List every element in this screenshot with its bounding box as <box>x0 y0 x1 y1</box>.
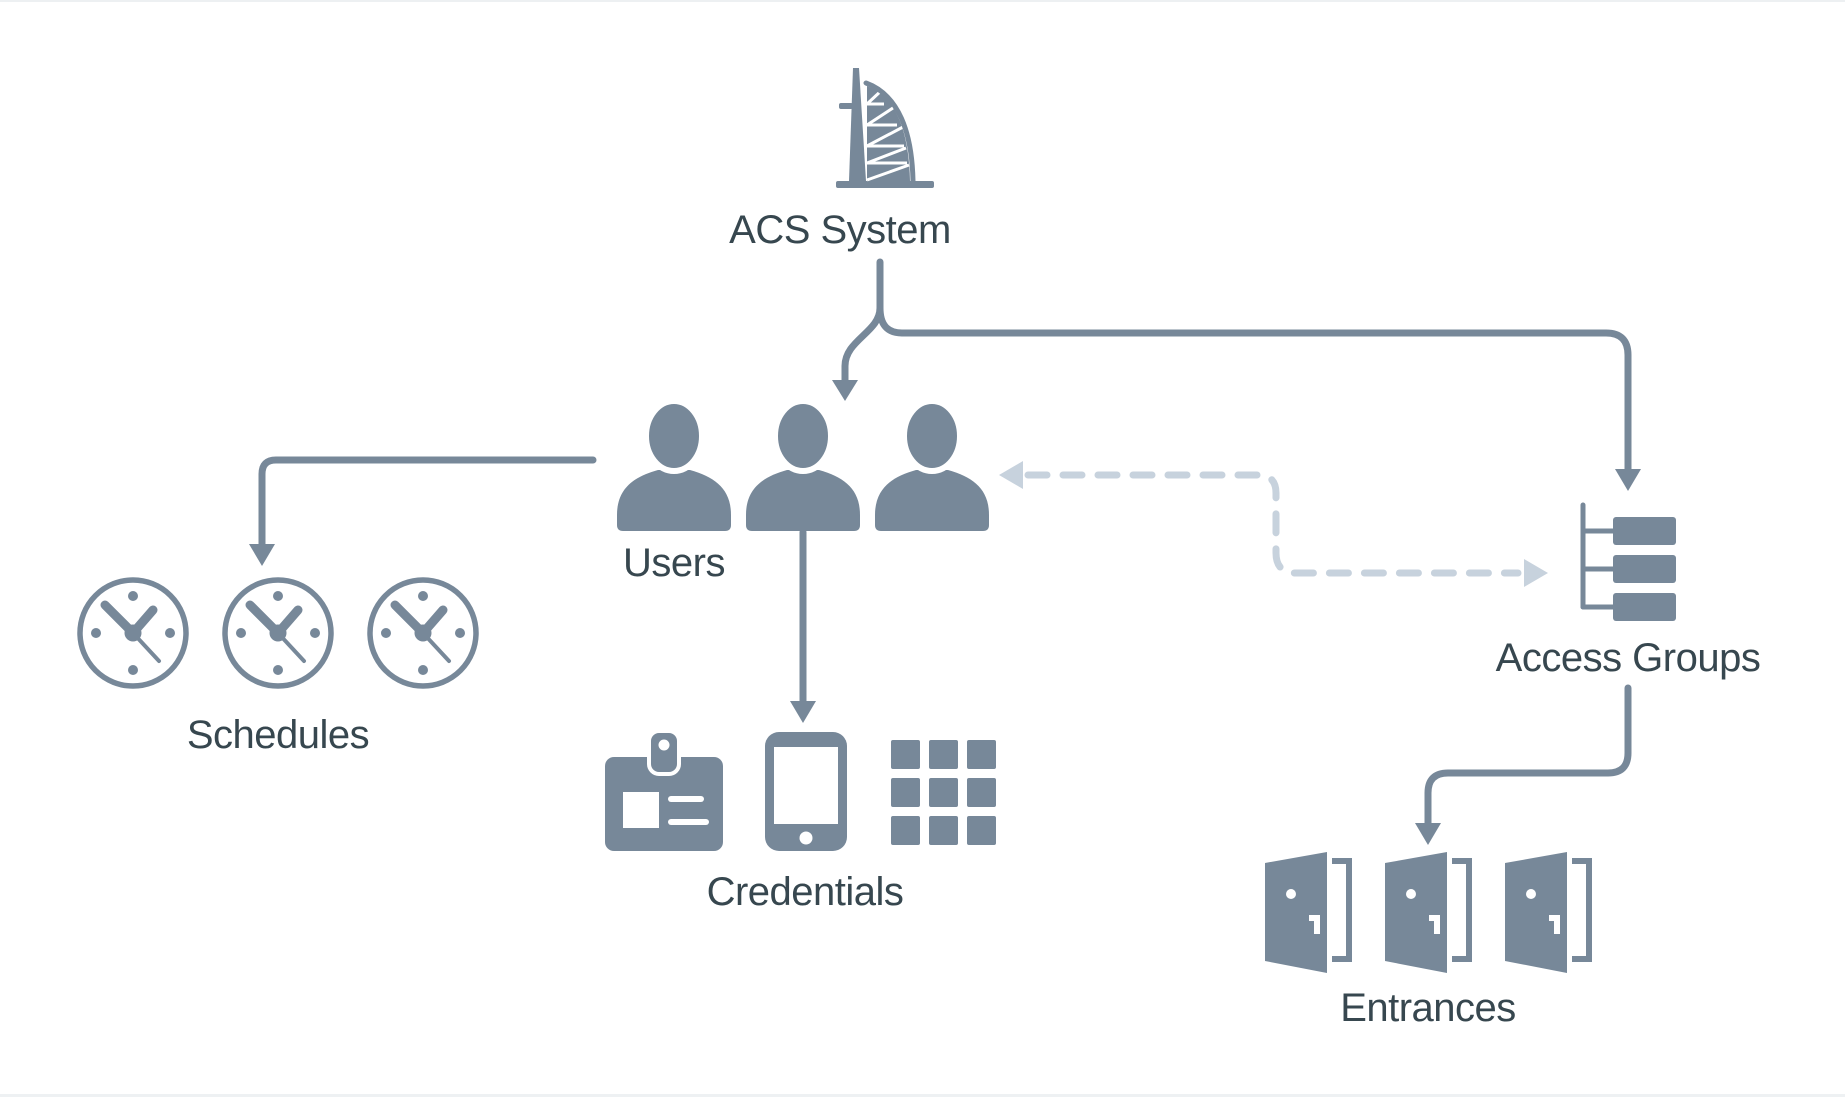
id-badge-icon <box>605 729 723 851</box>
hierarchy-list-icon <box>1580 502 1676 621</box>
access-groups-node: Access Groups <box>1496 502 1761 680</box>
credentials-label: Credentials <box>707 870 904 914</box>
users-node: Users <box>617 398 989 585</box>
arrow-acs-to-users <box>832 258 884 401</box>
open-door-icon <box>1385 852 1472 973</box>
credentials-node: Credentials <box>605 729 996 914</box>
arrow-acs-to-access-groups <box>876 304 1641 491</box>
open-door-icon <box>1505 852 1592 973</box>
arrow-users-to-schedules <box>249 456 597 566</box>
building-tower-icon <box>836 68 934 188</box>
smartphone-icon <box>765 732 847 851</box>
person-icon <box>746 398 860 531</box>
schedules-node: Schedules <box>77 577 479 757</box>
page-top-edge <box>0 0 1845 2</box>
edges <box>249 258 1641 845</box>
acs-system-label: ACS System <box>729 208 951 252</box>
clock-icon <box>222 577 334 689</box>
entrances-node: Entrances <box>1265 852 1592 1030</box>
person-icon <box>875 398 989 531</box>
users-label: Users <box>623 541 725 585</box>
arrow-users-to-credentials <box>790 528 816 723</box>
keypad-icon <box>891 740 996 845</box>
clock-icon <box>77 577 189 689</box>
entrances-label: Entrances <box>1340 986 1516 1030</box>
schedules-label: Schedules <box>187 713 369 757</box>
arrow-access-groups-to-entrances <box>1415 684 1632 845</box>
acs-system-node: ACS System <box>729 68 951 252</box>
dashed-arrow-users-access-groups <box>999 461 1548 587</box>
person-icon <box>617 398 731 531</box>
clock-icon <box>367 577 479 689</box>
access-groups-label: Access Groups <box>1496 636 1761 680</box>
open-door-icon <box>1265 852 1352 973</box>
page-bottom-edge <box>0 1094 1845 1097</box>
